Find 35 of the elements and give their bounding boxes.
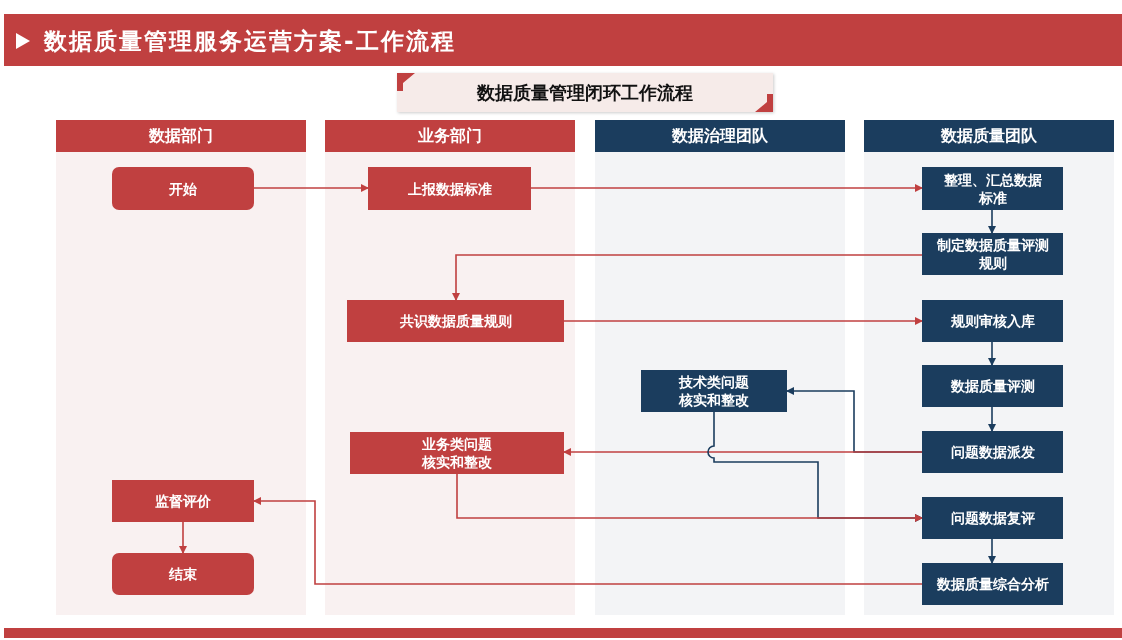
process-box: 数据质量综合分析	[922, 563, 1063, 605]
process-box: 问题数据复评	[922, 497, 1063, 539]
process-box: 规则审核入库	[922, 300, 1063, 342]
terminal-box: 结束	[112, 553, 254, 595]
process-box: 共识数据质量规则	[347, 300, 564, 342]
swimlane	[325, 120, 575, 615]
lane-header: 数据治理团队	[595, 120, 845, 152]
process-box: 整理、汇总数据标准	[922, 167, 1063, 210]
terminal-box: 开始	[112, 167, 254, 210]
arrow	[452, 254, 923, 301]
swimlane	[56, 120, 306, 615]
arrow	[563, 317, 923, 325]
lane-header: 数据质量团队	[864, 120, 1114, 152]
process-box: 上报数据标准	[368, 167, 531, 210]
process-box: 数据质量评测	[922, 365, 1063, 407]
process-box: 问题数据派发	[922, 431, 1063, 473]
process-box: 业务类问题核实和整改	[350, 432, 564, 474]
swimlane	[595, 120, 845, 615]
arrow	[988, 406, 996, 432]
swimlane	[864, 120, 1114, 615]
lane-header: 数据部门	[56, 120, 306, 152]
process-box: 监督评价	[112, 480, 254, 522]
process-box: 技术类问题核实和整改	[641, 370, 787, 412]
arrow	[253, 184, 369, 192]
arrow	[988, 538, 996, 564]
arrow	[988, 341, 996, 366]
arrow	[988, 209, 996, 234]
arrow	[253, 497, 923, 585]
lane-header: 业务部门	[325, 120, 575, 152]
process-box: 制定数据质量评测规则	[922, 233, 1063, 275]
arrow	[563, 448, 923, 456]
title: 数据质量管理服务运营方案-工作流程	[44, 27, 456, 56]
arrow	[530, 184, 923, 192]
arrow	[456, 473, 923, 522]
arrow	[179, 521, 187, 554]
